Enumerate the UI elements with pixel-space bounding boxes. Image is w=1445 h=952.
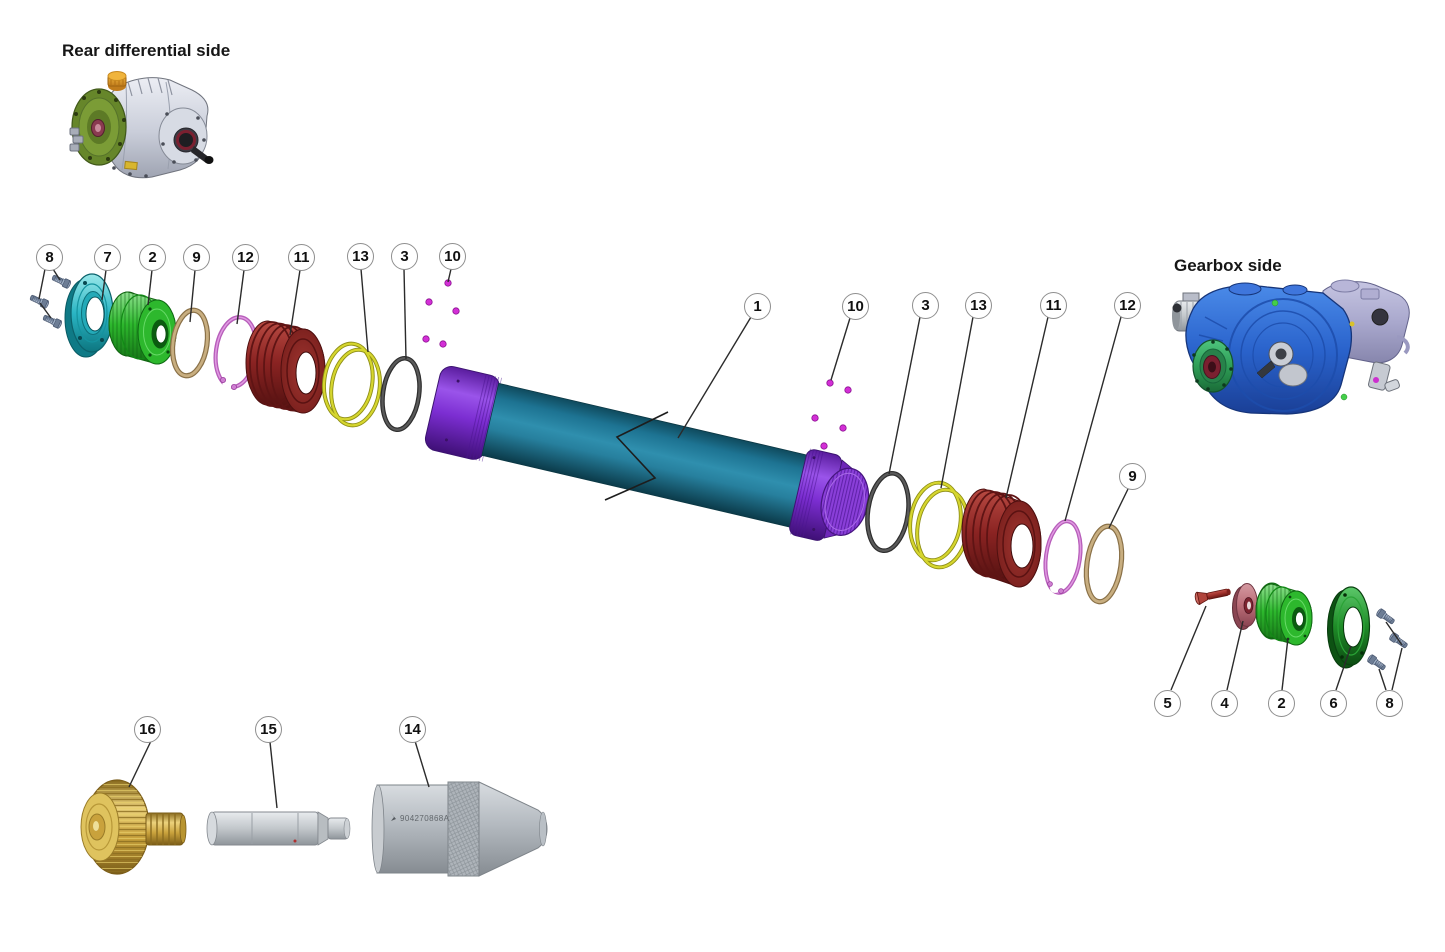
callout-9-right: 9 (1119, 463, 1146, 490)
callout-10-right: 10 (842, 293, 869, 320)
callout-13-left: 13 (347, 243, 374, 270)
callout-3-left: 3 (391, 243, 418, 270)
washer-part4 (1232, 583, 1258, 630)
balls-right-part10 (811, 379, 852, 450)
callout-13-right: 13 (965, 292, 992, 319)
balls-left-part10 (422, 279, 460, 348)
propeller-shaft-part1 (424, 366, 870, 541)
differential-breather-cap (107, 71, 127, 91)
boot-left-part11 (245, 320, 326, 414)
rear-differential-label: Rear differential side (62, 41, 231, 60)
plug-tool-part16 (80, 779, 187, 875)
callout-4: 4 (1211, 690, 1238, 717)
callout-3-right: 3 (912, 292, 939, 319)
part14-marking: 904270868A (400, 814, 450, 823)
callout-12-left: 12 (232, 244, 259, 271)
callout-11-right: 11 (1040, 292, 1067, 319)
differential-bracket (69, 127, 84, 152)
gearbox-image (1172, 279, 1410, 415)
bolts-right-part8 (1366, 607, 1410, 673)
differential-output-shaft (173, 127, 214, 164)
callout-2-right: 2 (1268, 690, 1295, 717)
manufacturer-logo-mark (391, 813, 396, 821)
callout-6: 6 (1320, 690, 1347, 717)
gearbox-center-hub (1256, 341, 1308, 387)
callout-10-left: 10 (439, 243, 466, 270)
callout-16: 16 (134, 716, 161, 743)
rear-differential-image (69, 71, 214, 179)
callout-8-left: 8 (36, 244, 63, 271)
locking-collar-right-part2 (1255, 582, 1313, 646)
cone-tool-part14: 904270868A (371, 781, 548, 877)
o-ring-right-part3 (865, 470, 911, 554)
differential-yellow-tag (124, 160, 138, 171)
callout-12-right: 12 (1114, 292, 1141, 319)
backup-ring-left-part9 (169, 307, 211, 379)
o-ring-left-part3 (380, 355, 422, 433)
screw-part5 (1194, 588, 1231, 606)
pin-tool-part15 (206, 811, 351, 846)
gearbox-bracket (1367, 361, 1400, 392)
snap-ring-right-part12 (1043, 519, 1083, 595)
flange-ring-green-part6 (1327, 586, 1371, 669)
flange-ring-teal-part7 (64, 273, 114, 358)
callout-1: 1 (744, 293, 771, 320)
coil-ring-left-part13 (321, 341, 382, 428)
callout-14: 14 (399, 716, 426, 743)
boot-right-part11 (961, 488, 1042, 588)
callout-9-left: 9 (183, 244, 210, 271)
callout-5: 5 (1154, 690, 1181, 717)
backup-ring-right-part9 (1083, 523, 1125, 605)
shaft-break-symbol (604, 411, 669, 501)
callout-7: 7 (94, 244, 121, 271)
callout-8-right: 8 (1376, 690, 1403, 717)
differential-green-cover (71, 88, 127, 166)
gearbox-label: Gearbox side (1174, 256, 1282, 275)
locking-collar-left-part2 (108, 291, 177, 365)
callout-2-left: 2 (139, 244, 166, 271)
leader-lines (38, 268, 1403, 809)
callout-15: 15 (255, 716, 282, 743)
gearbox-green-flange (1192, 339, 1234, 393)
callout-11-left: 11 (288, 244, 315, 271)
